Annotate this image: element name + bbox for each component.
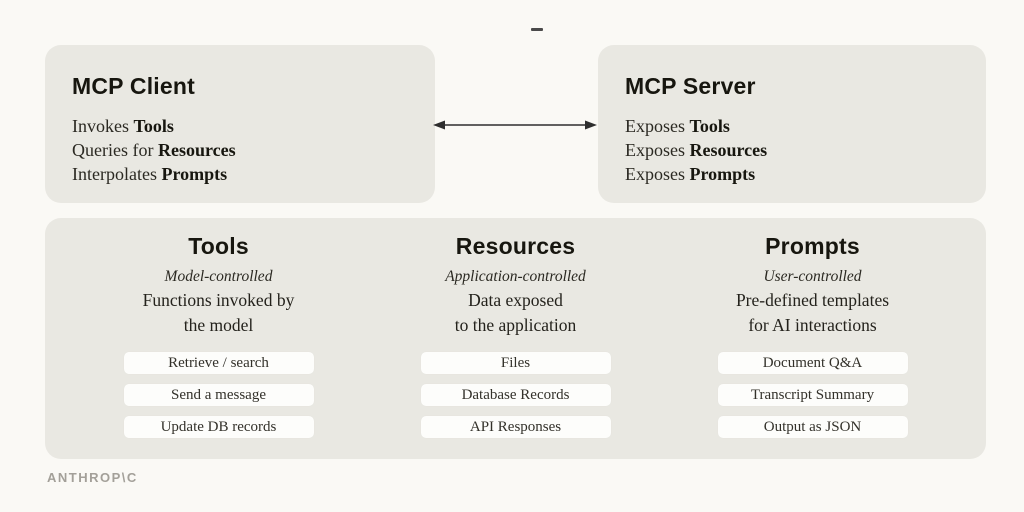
mcp-server-title: MCP Server — [625, 73, 756, 99]
column-prompts: Prompts User-controlled Pre-defined temp… — [664, 232, 961, 459]
client-line-prompts: Interpolates Prompts — [72, 164, 228, 184]
resources-subtitle: Application-controlled — [445, 268, 586, 285]
bidirectional-arrow-icon — [433, 117, 597, 133]
top-dash-marker — [531, 28, 543, 31]
client-line-tools: Invokes Tools — [72, 116, 174, 136]
resources-item-api-responses: API Responses — [420, 416, 611, 438]
tools-title: Tools — [188, 233, 249, 259]
prompts-description: Pre-defined templates for AI interaction… — [735, 290, 890, 335]
tools-item-send-message: Send a message — [123, 384, 314, 406]
prompts-item-transcript-summary: Transcript Summary — [717, 384, 908, 406]
mcp-client-title: MCP Client — [72, 73, 195, 99]
prompts-subtitle: User-controlled — [763, 268, 862, 285]
resources-title: Resources — [455, 233, 576, 259]
prompts-item-document-qa: Document Q&A — [717, 352, 908, 374]
capabilities-panel: Tools Model-controlled Functions invoked… — [45, 218, 986, 459]
resources-description: Data exposed to the application — [454, 290, 577, 335]
prompts-title: Prompts — [765, 233, 860, 259]
server-line-resources: Exposes Resources — [625, 140, 768, 160]
resources-item-database-records: Database Records — [420, 384, 611, 406]
column-resources: Resources Application-controlled Data ex… — [367, 232, 664, 459]
mcp-server-card: MCP Server Exposes Tools Exposes Resourc… — [598, 45, 986, 203]
anthropic-logo: ANTHROP\C — [47, 470, 138, 485]
prompts-item-output-json: Output as JSON — [717, 416, 908, 438]
server-line-tools: Exposes Tools — [625, 116, 730, 136]
resources-item-files: Files — [420, 352, 611, 374]
column-tools: Tools Model-controlled Functions invoked… — [70, 232, 367, 459]
client-line-resources: Queries for Resources — [72, 140, 236, 160]
mcp-client-card: MCP Client Invokes Tools Queries for Res… — [45, 45, 435, 203]
tools-item-retrieve-search: Retrieve / search — [123, 352, 314, 374]
tools-description: Functions invoked by the model — [142, 290, 295, 335]
tools-item-update-db: Update DB records — [123, 416, 314, 438]
server-line-prompts: Exposes Prompts — [625, 164, 756, 184]
tools-subtitle: Model-controlled — [164, 268, 273, 285]
